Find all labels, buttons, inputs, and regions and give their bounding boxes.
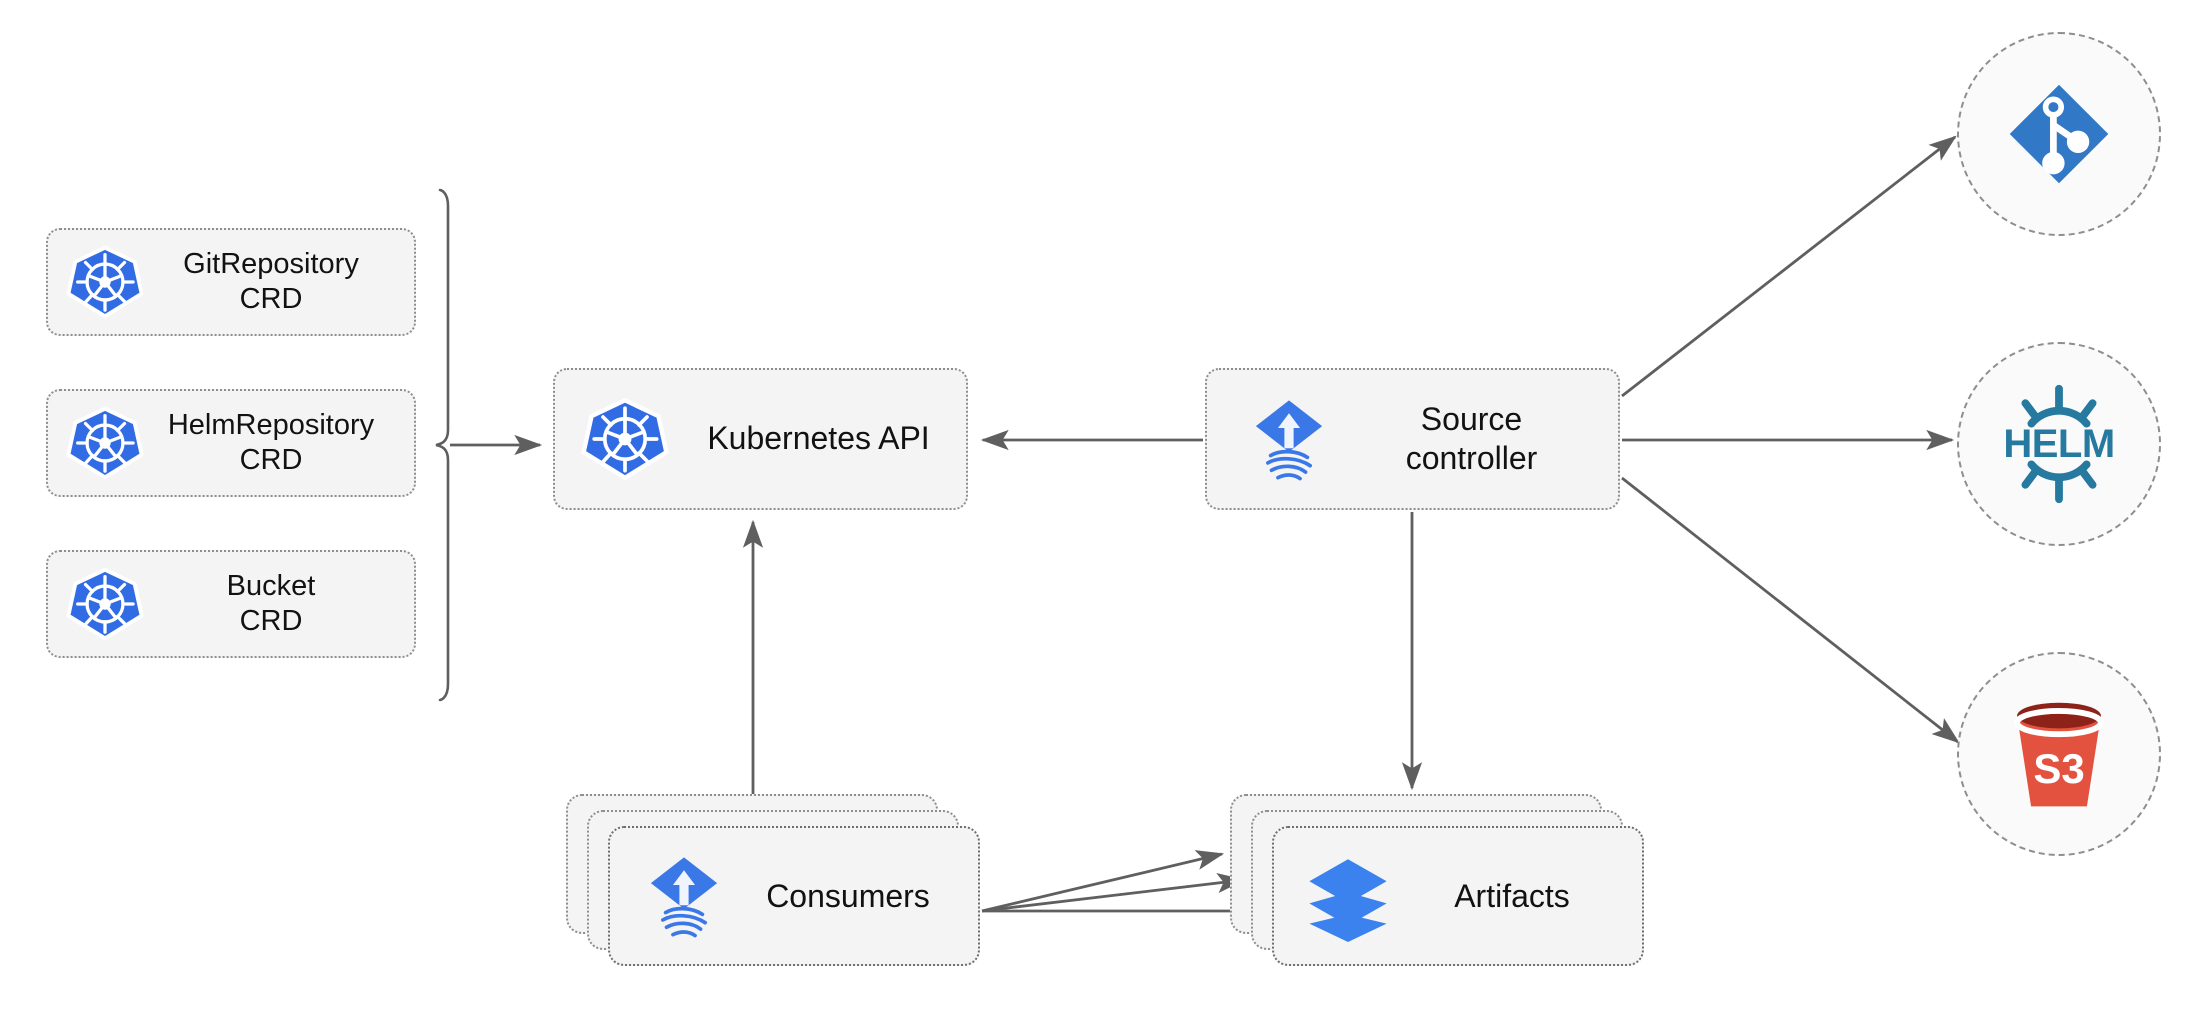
edge-source-controller-to-s3-provider xyxy=(1621,476,1960,744)
kubernetes-api-label: Kubernetes API xyxy=(707,420,930,457)
artifacts-sheet-front[interactable]: Artifacts xyxy=(1272,826,1644,966)
git-provider[interactable] xyxy=(1957,32,2161,236)
git-diamond-icon xyxy=(1999,74,2119,194)
edge-consumers-to-artifacts-sheet-2 xyxy=(981,873,1246,913)
source-controller-node[interactable]: Source controller xyxy=(1205,368,1620,510)
helm-provider[interactable]: HELM xyxy=(1957,342,2161,546)
edge-source-controller-to-git-provider xyxy=(1621,135,1957,398)
bucket-crd[interactable]: Bucket CRD xyxy=(46,550,416,658)
gitrepository-crd[interactable]: GitRepository CRD xyxy=(46,228,416,336)
kubernetes-icon xyxy=(66,565,144,643)
helmrepository-crd[interactable]: HelmRepository CRD xyxy=(46,389,416,497)
crd-group-bracket xyxy=(435,188,450,702)
kubernetes-api-node[interactable]: Kubernetes API xyxy=(553,368,968,510)
consumers-label: Consumers xyxy=(766,877,930,914)
helm-wheel-icon: HELM xyxy=(1999,384,2119,504)
gitrepository-crd-label: GitRepository CRD xyxy=(183,247,359,315)
flux-source-icon xyxy=(638,850,730,942)
helmrepository-crd-label: HelmRepository CRD xyxy=(167,408,375,476)
s3-label: S3 xyxy=(2033,745,2085,792)
layers-icon xyxy=(1302,850,1394,942)
kubernetes-icon xyxy=(66,404,144,482)
kubernetes-icon xyxy=(581,395,669,483)
consumers-sheet-front[interactable]: Consumers xyxy=(608,826,980,966)
s3-bucket-icon: S3 xyxy=(1999,694,2119,814)
s3-provider[interactable]: S3 xyxy=(1957,652,2161,856)
artifacts-label: Artifacts xyxy=(1454,877,1570,914)
source-controller-label: Source controller xyxy=(1405,400,1538,476)
helm-label: HELM xyxy=(2003,422,2115,466)
edge-consumers-to-artifacts-sheet-1 xyxy=(981,850,1225,913)
bucket-crd-label: Bucket CRD xyxy=(226,569,316,637)
flux-source-icon xyxy=(1243,393,1335,485)
kubernetes-icon xyxy=(66,243,144,321)
